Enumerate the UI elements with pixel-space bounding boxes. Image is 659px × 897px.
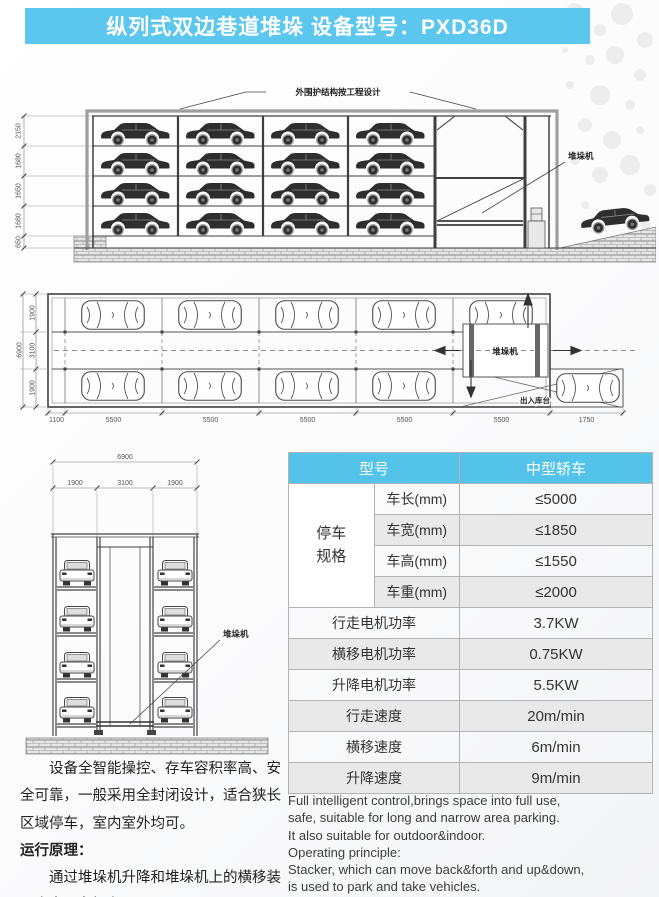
en-line: It also suitable for outdoor&indoor. — [288, 827, 486, 843]
table-row: 车宽(mm) ≤1850 — [289, 514, 653, 546]
dim-label: 5500 — [300, 417, 316, 424]
english-notes: Full intelligent control,brings space in… — [288, 792, 656, 896]
elevation-dimensions: 2150 1680 1650 1680 650 — [16, 113, 91, 251]
row-label: 横移电机功率 — [288, 638, 460, 670]
section-structure — [51, 533, 199, 736]
entry-ramp — [559, 226, 656, 249]
plan-bottom-dimensions: 1100 5500 5500 5500 5500 5500 1750 — [45, 407, 626, 424]
dim-label: 1900 — [30, 380, 37, 396]
row-label: 车宽(mm) — [373, 514, 460, 546]
row-value: 9m/min — [459, 762, 653, 794]
en-line: Stacker, which can move back&forth and u… — [288, 862, 585, 878]
parked-cars-section — [59, 560, 193, 723]
plan-stacker: 堆垛机 — [462, 323, 549, 378]
dim-label: 5500 — [494, 417, 510, 424]
row-value: 6m/min — [459, 731, 653, 763]
row-label: 行走电机功率 — [288, 607, 460, 639]
dim-label: 1680 — [16, 153, 23, 169]
ground-hatch — [73, 247, 656, 263]
enclosure-outline — [85, 109, 559, 250]
row-label: 车高(mm) — [373, 545, 460, 577]
elevation-drawing: 2150 1680 1650 1680 650 外围护结构按工程设计 堆垛机 — [16, 87, 656, 263]
dim-label: 1680 — [16, 213, 23, 229]
dim-label: 3100 — [117, 480, 133, 487]
table-row: 行走电机功率 3.7KW — [288, 607, 653, 639]
plan-drawing: 堆垛机 出入库台 6900 1900 3100 1900 — [17, 291, 638, 424]
stacker-label: 堆垛机 — [223, 629, 249, 639]
dim-label: 6900 — [17, 342, 24, 358]
row-value: ≤1850 — [459, 514, 653, 546]
stacker-label: 堆垛机 — [568, 151, 594, 161]
row-value: ≤5000 — [459, 483, 653, 515]
section-callout: 堆垛机 — [129, 629, 249, 725]
ground-hatch — [25, 737, 269, 755]
table-header-row: 型号 中型轿车 — [288, 452, 653, 484]
plan-stacker-label: 堆垛机 — [492, 347, 518, 357]
rack-frame — [74, 115, 656, 249]
row-label: 升降速度 — [288, 762, 460, 794]
dim-label: 1100 — [49, 417, 64, 424]
table-row: 横移电机功率 0.75KW — [288, 638, 653, 670]
table-row: 升降速度 9m/min — [288, 762, 653, 794]
table-header-cartype: 中型轿车 — [459, 452, 653, 484]
row-value: 20m/min — [459, 700, 653, 732]
enclosure-label: 外围护结构按工程设计 — [294, 87, 381, 97]
table-row: 升降电机功率 5.5KW — [288, 669, 653, 701]
halftone-dots-decoration — [551, 3, 656, 230]
dim-label: 5500 — [106, 417, 122, 424]
dim-label: 6900 — [117, 454, 133, 461]
en-line: safe, suitable for long and narrow area … — [288, 810, 560, 826]
row-value: ≤2000 — [459, 576, 653, 608]
row-value: 3.7KW — [459, 607, 653, 639]
group-label-cell: 停车 规格 — [288, 483, 375, 608]
platform-label: 出入库台 — [520, 395, 550, 405]
table-header-model: 型号 — [288, 452, 460, 484]
movement-arrows — [433, 292, 583, 399]
cn-paragraph-2: 通过堆垛机升降和堆垛机上的横移装置来实现车辆存取。 — [49, 870, 281, 886]
row-label: 车重(mm) — [373, 576, 460, 608]
table-row: 横移速度 6m/min — [288, 731, 653, 763]
row-label: 车长(mm) — [373, 483, 460, 515]
dim-label: 1900 — [67, 480, 83, 487]
dim-label: 5500 — [397, 417, 413, 424]
chinese-notes: 设备全智能操控、存车容积率高、安全可靠，一般采用全封闭设计，适合狭长区域停车，室… — [20, 756, 286, 897]
spec-table: 型号 中型轿车 停车 规格 车长(mm) ≤5000 车宽(mm) ≤1850 … — [288, 452, 653, 794]
row-value: ≤1550 — [459, 545, 653, 577]
section-dimensions: 6900 1900 3100 1900 — [50, 454, 200, 546]
control-pedestal — [527, 207, 546, 249]
row-label: 横移速度 — [288, 731, 460, 763]
row-label: 行走速度 — [288, 700, 460, 732]
en-line: is used to park and take vehicles. — [288, 879, 481, 895]
page-title: 纵列式双边巷道堆垛 设备型号：PXD36D — [106, 16, 509, 39]
table-row: 停车 规格 车长(mm) ≤5000 — [288, 483, 653, 608]
dim-label: 1650 — [16, 183, 23, 199]
row-value: 5.5KW — [459, 669, 653, 701]
dim-label: 1900 — [167, 480, 183, 487]
table-row: 车重(mm) ≤2000 — [289, 576, 653, 608]
dim-label: 1900 — [30, 305, 37, 321]
table-row: 车高(mm) ≤1550 — [289, 545, 653, 577]
entry-car — [556, 373, 620, 403]
dim-label: 5500 — [203, 417, 219, 424]
section-drawing: 6900 1900 3100 1900 — [25, 454, 269, 755]
elevation-callouts: 外围护结构按工程设计 堆垛机 — [179, 87, 594, 214]
cn-heading: 运行原理： — [20, 842, 93, 859]
bay-lines — [63, 298, 455, 403]
dim-label: 2150 — [16, 123, 23, 139]
row-label: 升降电机功率 — [288, 669, 460, 701]
cn-paragraph-1: 设备全智能操控、存车容积率高、安全可靠，一般采用全封闭设计，适合狭长区域停车，室… — [20, 761, 281, 832]
dim-label: 1750 — [579, 417, 595, 424]
en-line: Operating principle: — [288, 844, 401, 860]
ground-block — [73, 235, 107, 249]
en-line: Full intelligent control,brings space in… — [288, 793, 561, 808]
dim-label: 650 — [16, 236, 23, 248]
row-value: 0.75KW — [459, 638, 653, 670]
dim-label: 3100 — [30, 343, 37, 359]
table-row: 行走速度 20m/min — [288, 700, 653, 732]
header-banner: 纵列式双边巷道堆垛 设备型号：PXD36D — [25, 8, 590, 44]
plan-left-dimensions: 6900 1900 3100 1900 — [17, 291, 48, 410]
